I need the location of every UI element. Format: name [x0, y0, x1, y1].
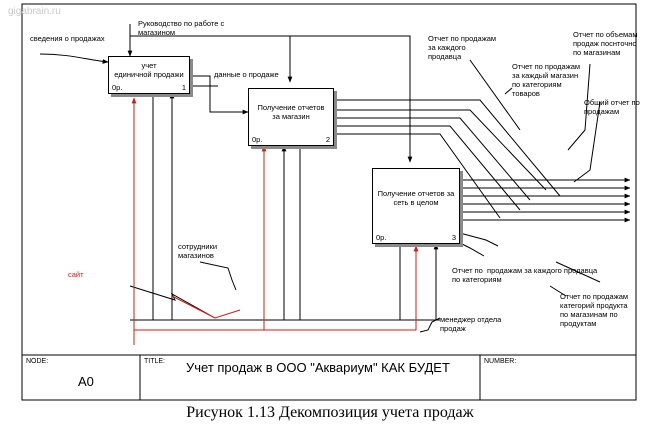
activity-box-3-cost: 0р.: [376, 233, 387, 242]
activity-box-1-label: учет единичной продажи: [114, 61, 184, 79]
arrow-sales-data-label: данные о продаже: [214, 70, 279, 79]
activity-box-1-id: 1: [181, 83, 186, 92]
activity-box-1-cost: 0р.: [112, 83, 123, 92]
number-label: NUMBER:: [484, 358, 517, 365]
output-by-category-label: Отчет по продажам за каждого продавца по…: [452, 266, 598, 284]
diagram-frame: [21, 3, 637, 401]
activity-box-2[interactable]: Получение отчетов за магазин 0р. 2: [248, 88, 334, 146]
mechanism-manager-label: менеджер отдела продаж: [440, 315, 502, 333]
activity-box-2-cost: 0р.: [252, 135, 263, 144]
mechanism-site-label: сайт: [68, 270, 84, 279]
activity-box-2-label: Получение отчетов за магазин: [257, 103, 325, 121]
title-label: TITLE:: [144, 358, 166, 365]
title-value: Учет продаж в ООО "Аквариум" КАК БУДЕТ: [186, 360, 450, 375]
input-sales-info-label: сведения о продажах: [30, 34, 105, 43]
output-category-product-label: Отчет по продажам категорий продукта по …: [560, 292, 629, 328]
output-per-shop-category-label: Отчет по продажам за каждый магазин по к…: [512, 62, 581, 98]
watermark: gigabrain.ru: [8, 6, 61, 17]
mechanism-staff-label: сотрудники магазинов: [178, 242, 218, 260]
node-label: NODE:: [26, 358, 49, 365]
output-volume-label: Отчет по объемам продаж поснточно по маг…: [573, 30, 638, 57]
control-management-label: Руководство по работе с магазином: [138, 19, 225, 37]
activity-box-3-id: 3: [451, 233, 456, 242]
node-value: A0: [78, 374, 94, 389]
activity-box-3[interactable]: Получение отчетов за сеть в целом 0р. 3: [372, 168, 460, 244]
activity-box-1[interactable]: учет единичной продажи 0р. 1: [108, 56, 190, 94]
activity-box-3-label: Получение отчетов за сеть в целом: [377, 189, 455, 207]
figure-caption: Рисунок 1.13 Декомпозиция учета продаж: [186, 404, 474, 421]
output-total-label: Общий отчет по продажам: [584, 98, 640, 116]
activity-box-2-id: 2: [325, 135, 330, 144]
output-per-seller-label: Отчет по продажам за каждого продавца: [428, 34, 497, 61]
